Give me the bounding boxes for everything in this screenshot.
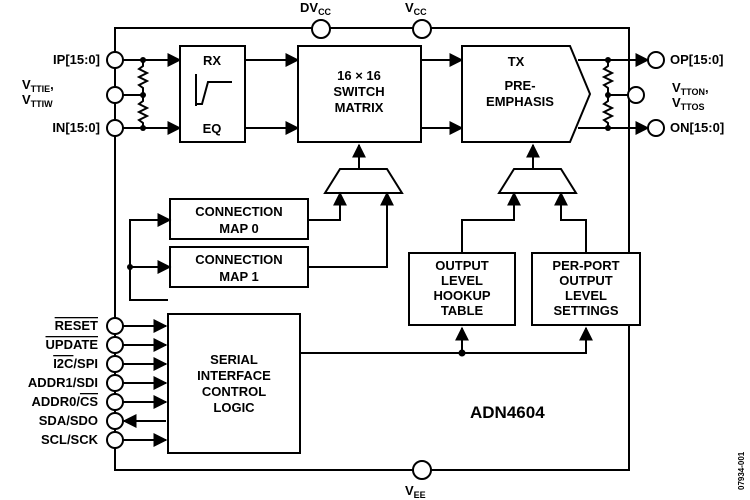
settings-to-mux-wire bbox=[554, 191, 587, 253]
svg-text:IP[15:0]: IP[15:0] bbox=[53, 52, 100, 67]
svg-text:SDA/SDO: SDA/SDO bbox=[39, 413, 98, 428]
reset-pin: RESET bbox=[55, 317, 168, 335]
svg-text:HOOKUP: HOOKUP bbox=[433, 288, 490, 303]
figure-id: 07934-001 bbox=[737, 451, 746, 490]
svg-text:PRE-: PRE- bbox=[504, 78, 535, 93]
svg-text:CONNECTION: CONNECTION bbox=[195, 204, 282, 219]
svg-text:CONNECTION: CONNECTION bbox=[195, 252, 282, 267]
svg-text:SWITCH: SWITCH bbox=[333, 84, 384, 99]
dvcc-pin: DVCC bbox=[300, 0, 332, 39]
svg-text:I2C/SPI: I2C/SPI bbox=[53, 356, 98, 371]
part-number: ADN4604 bbox=[470, 403, 545, 422]
svg-text:UPDATE: UPDATE bbox=[46, 337, 99, 352]
svg-text:VEE: VEE bbox=[405, 483, 426, 500]
table-to-mux-wire bbox=[461, 191, 521, 253]
svg-text:EMPHASIS: EMPHASIS bbox=[486, 94, 554, 109]
svg-text:TABLE: TABLE bbox=[441, 303, 484, 318]
map-feed-bus bbox=[127, 213, 172, 301]
svg-text:EQ: EQ bbox=[203, 121, 222, 136]
svg-text:VTTOS: VTTOS bbox=[672, 95, 705, 112]
output-termination bbox=[578, 53, 650, 135]
svg-text:OP[15:0]: OP[15:0] bbox=[670, 52, 723, 67]
svg-text:ON[15:0]: ON[15:0] bbox=[670, 120, 724, 135]
per-port-settings-block: PER-PORT OUTPUT LEVEL SETTINGS bbox=[531, 252, 641, 326]
in-pin: IN[15:0] bbox=[52, 119, 124, 137]
svg-text:VTTIE,: VTTIE, bbox=[22, 77, 54, 94]
svg-text:MAP 1: MAP 1 bbox=[219, 269, 259, 284]
sda-sdo-pin: SDA/SDO bbox=[39, 412, 166, 430]
switch-mux bbox=[323, 143, 404, 194]
vtton-vttos-pin: VTTON, VTTOS bbox=[627, 80, 709, 112]
svg-text:INTERFACE: INTERFACE bbox=[197, 368, 271, 383]
tx-pre-emphasis-block: TX PRE- EMPHASIS bbox=[461, 45, 592, 143]
serial-interface-block: SERIAL INTERFACE CONTROL LOGIC bbox=[167, 313, 301, 454]
svg-text:LEVEL: LEVEL bbox=[565, 288, 607, 303]
vcc-pin: VCC bbox=[405, 0, 432, 39]
update-pin: UPDATE bbox=[46, 336, 168, 354]
svg-text:TX: TX bbox=[508, 54, 525, 69]
svg-text:ADDR0/CS: ADDR0/CS bbox=[32, 394, 99, 409]
switch-matrix-block: 16 × 16 SWITCH MATRIX bbox=[297, 45, 422, 143]
connection-map-0-block: CONNECTION MAP 0 bbox=[169, 198, 309, 240]
svg-text:DVCC: DVCC bbox=[300, 0, 332, 17]
map1-to-mux-wire bbox=[308, 191, 394, 268]
serial-to-output-bus bbox=[300, 326, 593, 357]
svg-text:IN[15:0]: IN[15:0] bbox=[52, 120, 100, 135]
svg-text:VCC: VCC bbox=[405, 0, 427, 17]
svg-text:16 × 16: 16 × 16 bbox=[337, 68, 381, 83]
svg-text:SCL/SCK: SCL/SCK bbox=[41, 432, 99, 447]
op-pin: OP[15:0] bbox=[647, 51, 723, 69]
svg-text:LEVEL: LEVEL bbox=[441, 273, 483, 288]
rx-eq-block: RX EQ bbox=[179, 45, 246, 143]
svg-text:SETTINGS: SETTINGS bbox=[553, 303, 618, 318]
svg-text:CONTROL: CONTROL bbox=[202, 384, 266, 399]
svg-text:RESET: RESET bbox=[55, 318, 98, 333]
addr0-cs-pin: ADDR0/CS bbox=[32, 393, 168, 411]
scl-sck-pin: SCL/SCK bbox=[41, 431, 168, 449]
svg-text:VTTON,: VTTON, bbox=[672, 80, 709, 97]
svg-text:MATRIX: MATRIX bbox=[335, 100, 384, 115]
on-pin: ON[15:0] bbox=[647, 119, 724, 137]
ip-pin: IP[15:0] bbox=[53, 51, 124, 69]
map0-to-mux-wire bbox=[308, 191, 347, 221]
svg-text:OUTPUT: OUTPUT bbox=[435, 258, 489, 273]
svg-text:SERIAL: SERIAL bbox=[210, 352, 258, 367]
svg-text:LOGIC: LOGIC bbox=[213, 400, 255, 415]
vee-pin: VEE bbox=[405, 460, 432, 500]
input-termination bbox=[123, 53, 182, 135]
svg-text:PER-PORT: PER-PORT bbox=[552, 258, 619, 273]
addr1-sdi-pin: ADDR1/SDI bbox=[28, 374, 168, 392]
output-level-mux bbox=[497, 143, 578, 194]
svg-text:OUTPUT: OUTPUT bbox=[559, 273, 613, 288]
chip-boundary bbox=[114, 27, 630, 471]
output-level-table-block: OUTPUT LEVEL HOOKUP TABLE bbox=[408, 252, 516, 326]
i2c-spi-pin: I2C/SPI bbox=[53, 355, 168, 373]
vttie-vttiw-pin: VTTIE, VTTIW bbox=[22, 77, 124, 109]
svg-text:RX: RX bbox=[203, 53, 221, 68]
connection-map-1-block: CONNECTION MAP 1 bbox=[169, 246, 309, 288]
svg-text:VTTIW: VTTIW bbox=[22, 92, 53, 109]
svg-text:ADDR1/SDI: ADDR1/SDI bbox=[28, 375, 98, 390]
svg-text:MAP 0: MAP 0 bbox=[219, 221, 259, 236]
